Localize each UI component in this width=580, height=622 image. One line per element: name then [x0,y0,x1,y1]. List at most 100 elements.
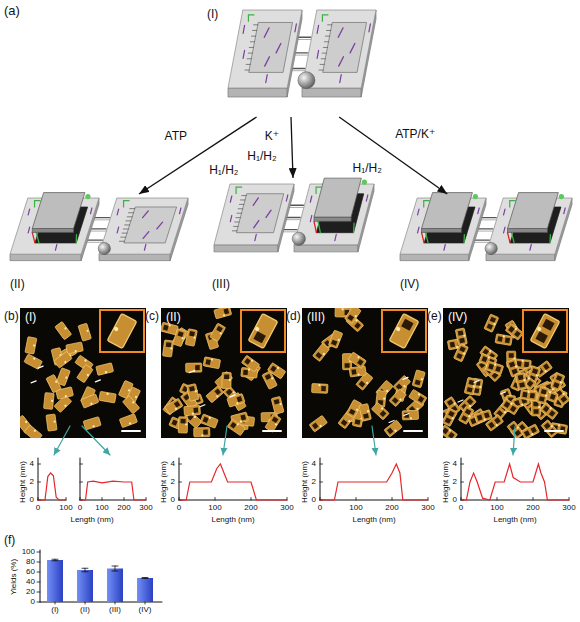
tick-mark [497,498,498,501]
tile-body [248,314,277,349]
tile-spot [558,424,561,427]
state-schematic: (III) [210,180,376,292]
origami-tile [501,399,519,415]
tile-body [267,363,285,379]
connector-bar [286,219,300,220]
strand [510,201,516,208]
tile-body [536,386,549,404]
strand [530,244,532,250]
connector-bar [292,68,305,69]
axis-title: Height (nm) [19,460,27,504]
origami-tile [541,420,558,438]
tile-body [55,322,72,340]
tile-hole [392,397,399,404]
tile-spot [472,385,475,388]
tile-spot [356,408,359,411]
axis-tick: 0 [458,504,464,512]
tile-body [210,323,226,341]
hinge [119,241,124,242]
axis-tick: 100 [348,504,363,512]
tile-body [161,322,178,335]
profile-curve [80,481,146,500]
origami-tile [241,355,259,372]
tile-hole [509,362,515,368]
tile-spot [168,324,171,327]
tile-spot [337,338,340,341]
connector-bar [90,228,106,229]
tick-mark [115,602,116,604]
origami-tile [551,373,565,391]
axis-tick: 300 [279,504,294,512]
tile-hole [535,331,547,343]
tile-body [384,420,402,437]
connector-bar [474,239,489,240]
tile-spot [366,381,369,384]
axis-tick: 2 [170,478,176,486]
strand [253,198,258,205]
hinge [121,237,126,238]
origami-tile [200,414,218,428]
reaction-arrow [139,117,257,194]
strand [55,244,57,250]
origami-tile [46,374,61,392]
hinge [322,53,326,54]
connector-bar [286,217,300,218]
tile-body [454,344,469,362]
error-bar [112,571,118,572]
tile-spot [92,425,95,428]
tile-spot [451,417,454,420]
origami-tile [455,328,467,345]
hinge [238,208,242,209]
origami-schematic [10,193,188,261]
origami-tile [203,357,220,369]
strand [512,232,515,243]
connector-bar [481,219,496,220]
strand [444,244,446,250]
strand [32,232,35,243]
tile-hole [272,417,279,423]
height-profile [320,458,428,500]
origami-tile [389,389,406,407]
tile-hole [205,359,210,365]
tile-spot [274,423,277,426]
tile-hole [543,406,550,413]
lid [124,207,177,243]
axis-title: Length (nm) [492,516,537,524]
axis-tick: 0 [317,504,323,512]
axis-title: Length (nm) [210,516,255,524]
tile-spot [549,407,552,410]
plate-top [228,10,302,88]
state-label: (II) [165,311,182,323]
hinge [126,220,131,221]
hinge [125,224,130,225]
connector-bar [87,242,103,243]
tile-body [214,308,232,319]
tile-hole [484,412,490,418]
hinge [241,199,245,200]
tile-body [515,373,527,390]
tile-spot [416,407,419,410]
afm-streak [200,405,205,407]
connector-bar [283,229,297,230]
scale-bar [404,430,422,432]
tile-spot [559,381,562,384]
strand [264,28,269,37]
tile-spot [251,359,254,362]
afm-streak [95,380,100,382]
hinge [320,64,324,65]
lid [249,22,293,72]
state-schematic: (I) [205,6,377,116]
tile-hole [355,419,361,424]
tile-hole [195,365,200,370]
origami-tile [248,314,277,349]
connector-bar [289,207,303,208]
axis-title: Height (nm) [301,460,309,504]
tick-mark [179,464,182,465]
tile-spot [354,315,357,318]
plate-edge [400,254,469,260]
tile-spot [106,393,109,396]
axis-tick: 0 [452,496,458,504]
tile-body [119,414,137,428]
origami-tile [349,366,366,377]
error-bar [85,568,86,572]
